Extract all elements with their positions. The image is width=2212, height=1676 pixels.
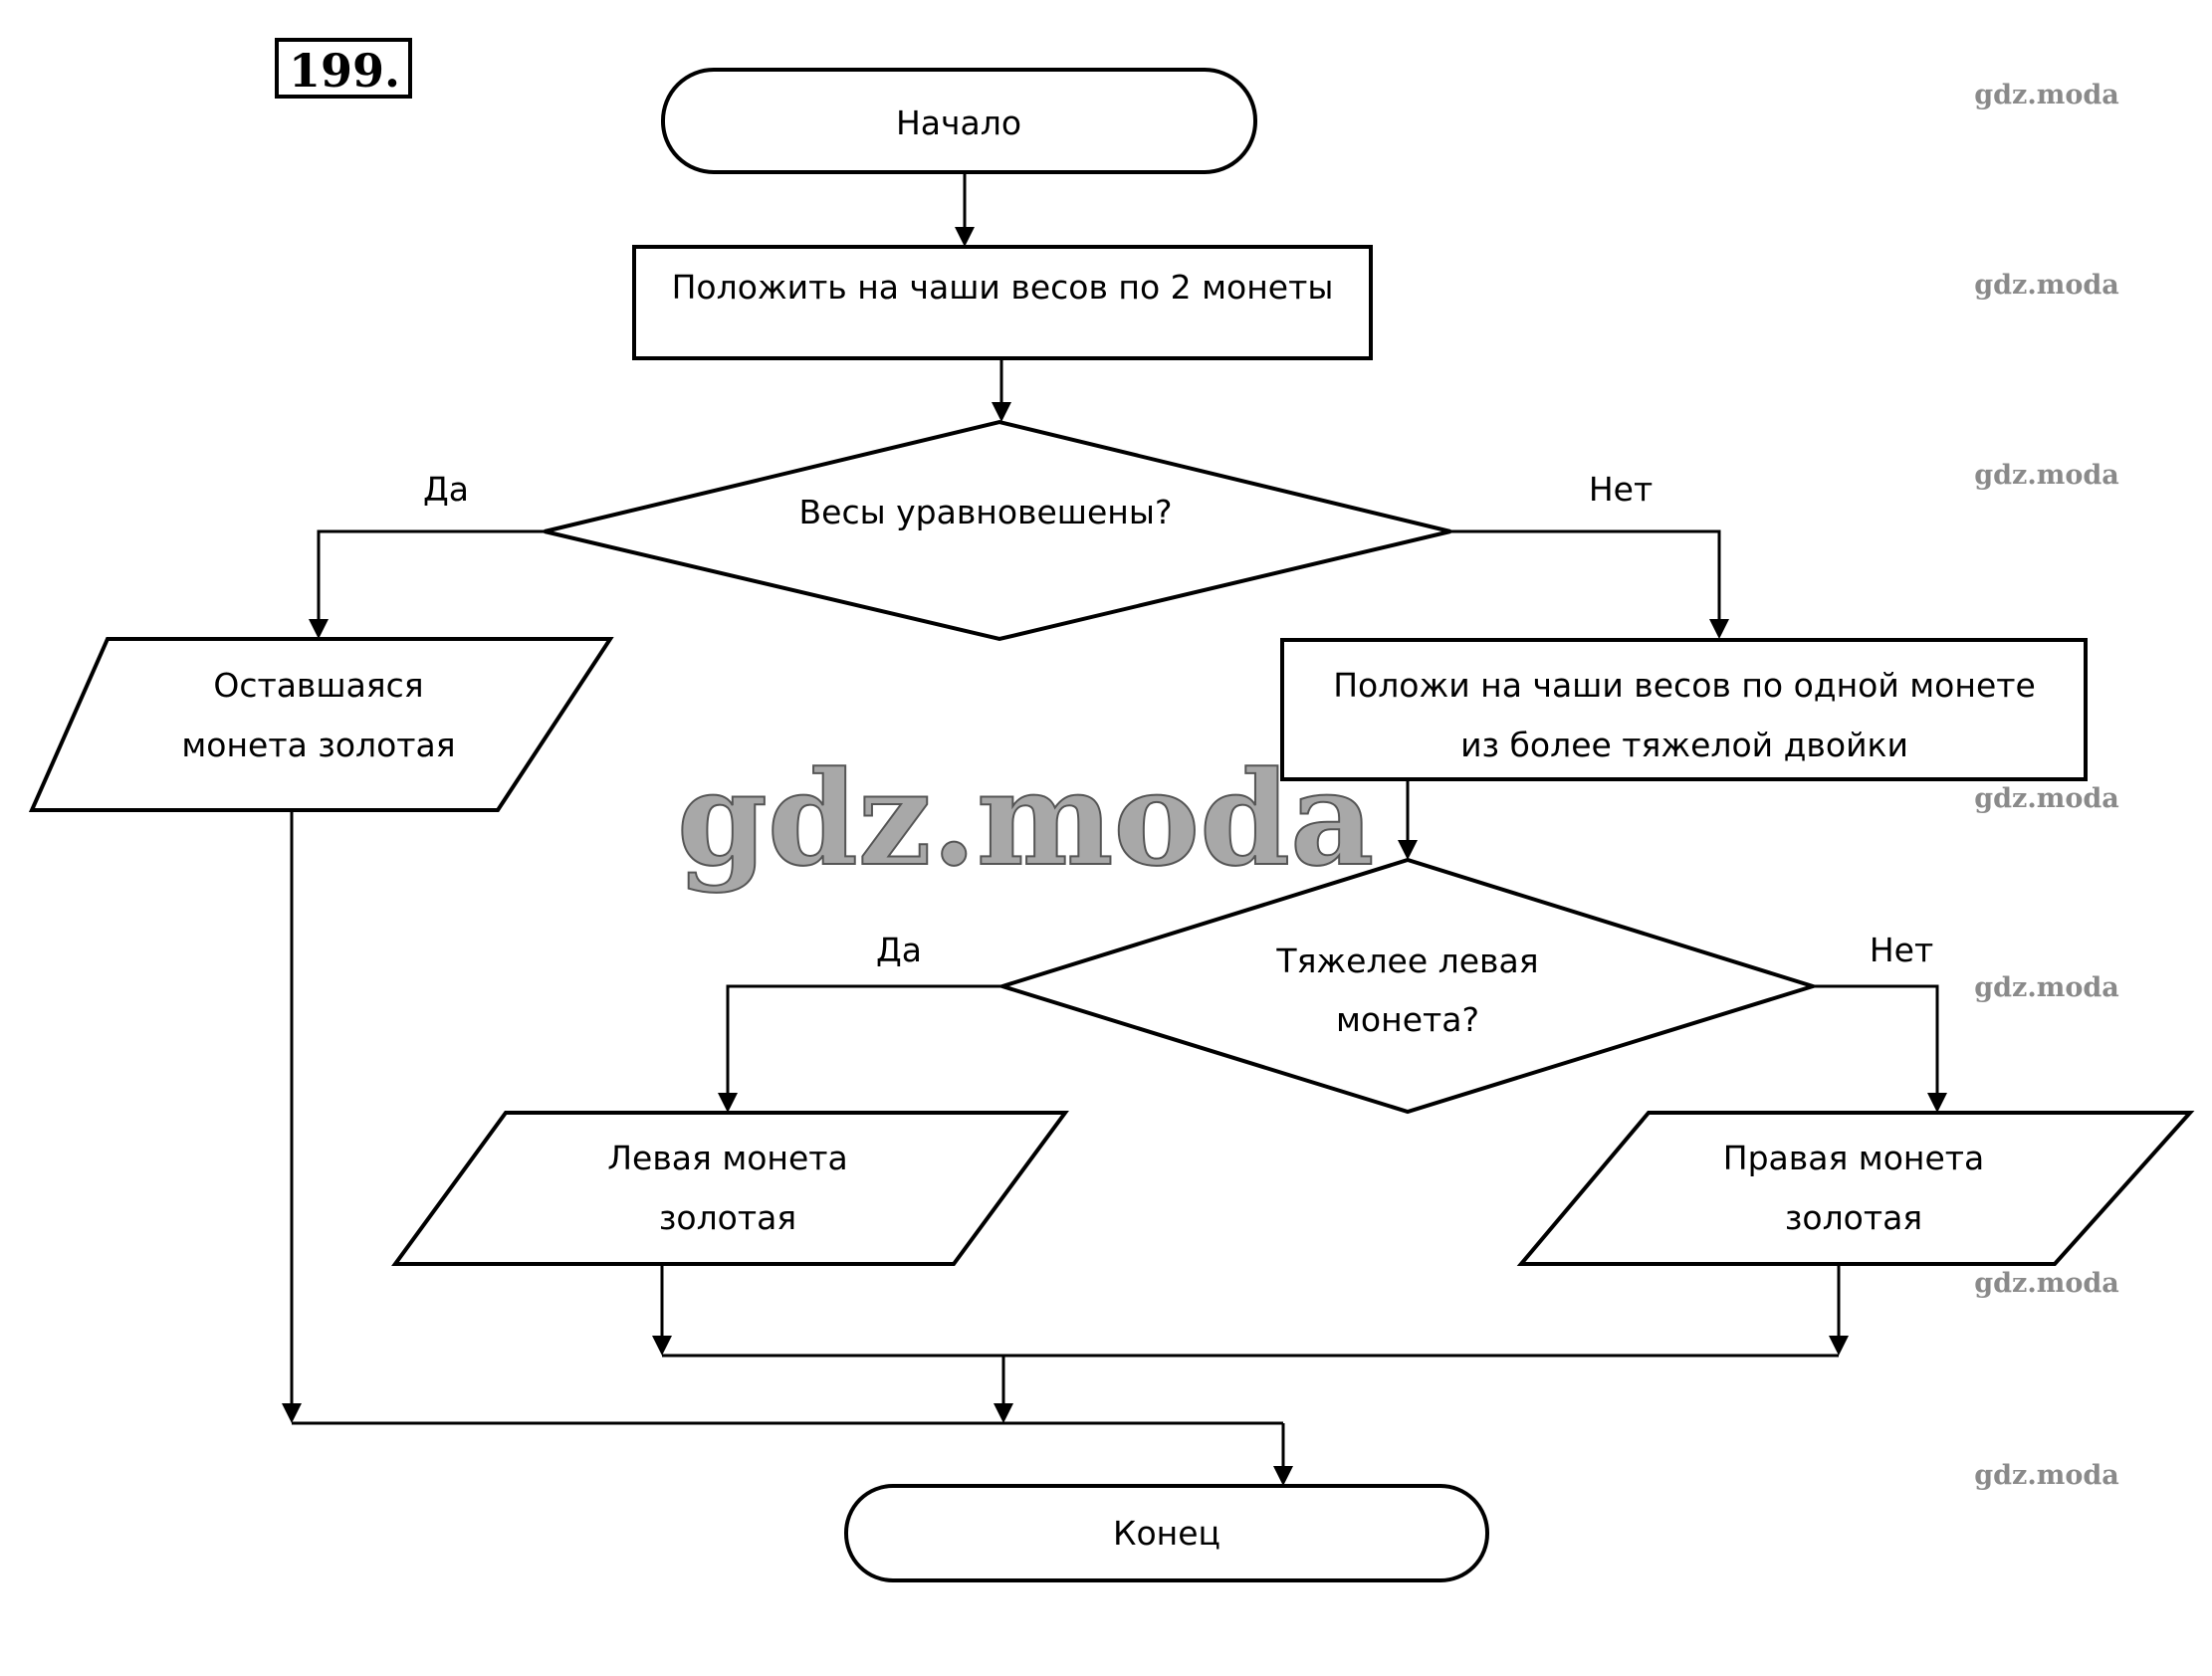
watermark: gdz.moda [1974, 270, 2118, 301]
connector-decision2-no [1813, 984, 1939, 1095]
end-terminal [844, 1484, 1489, 1582]
arrowhead-icon [1829, 1336, 1849, 1356]
arrowhead-icon [992, 402, 1011, 422]
decision2-yes-label: Да [876, 931, 922, 969]
start-label: Начало [896, 104, 1021, 142]
decision2-no-label: Нет [1870, 931, 1933, 969]
decision1-no-label: Нет [1589, 470, 1653, 509]
decision2-line2: монета? [1336, 1000, 1479, 1039]
right-coin-line2: золотая [1785, 1198, 1922, 1237]
decision1-yes-label: Да [423, 470, 469, 509]
decision1-label: Весы уравновешены? [799, 493, 1173, 531]
right-coin-line1: Правая монета [1723, 1139, 1984, 1177]
arrowhead-icon [994, 1403, 1013, 1423]
process-step2 [1280, 638, 2088, 781]
decision2-diamond [995, 857, 1820, 1115]
connector-decision1-yes [317, 529, 545, 621]
step2-line1: Положи на чаши весов по одной монете [1333, 666, 2036, 705]
step2-line2: из более тяжелой двойки [1460, 726, 1908, 764]
output-remaining-coin [28, 637, 614, 812]
arrowhead-icon [718, 1093, 738, 1113]
arrowhead-icon [309, 619, 329, 639]
watermark: gdz.moda [1974, 783, 2118, 814]
left-coin-line2: золотая [659, 1198, 796, 1237]
watermark: gdz.moda [1974, 80, 2118, 110]
watermark: gdz.moda [1974, 460, 2118, 491]
arrowhead-icon [1273, 1466, 1293, 1486]
remaining-coin-line2: монета золотая [181, 726, 455, 764]
exercise-number: 199. [289, 44, 400, 98]
step1-label: Положить на чаши весов по 2 монеты [672, 268, 1334, 307]
arrowhead-icon [1398, 840, 1418, 860]
watermark-large: gdz.moda [677, 742, 1374, 895]
watermark: gdz.moda [1974, 1460, 2118, 1491]
remaining-coin-line1: Оставшаяся [213, 666, 423, 705]
watermark: gdz.moda [1974, 972, 2118, 1003]
end-label: Конец [1113, 1514, 1220, 1553]
connector-decision2-yes [726, 984, 1002, 1095]
output-right-coin [1516, 1111, 2195, 1266]
exercise-number-box [275, 38, 412, 99]
arrowhead-icon [1927, 1093, 1947, 1113]
connector-decision1-no [1450, 529, 1721, 621]
output-left-coin [391, 1111, 1069, 1266]
arrowhead-icon [652, 1336, 672, 1356]
start-terminal [661, 68, 1257, 174]
arrowhead-icon [282, 1403, 302, 1423]
arrowhead-icon [955, 227, 975, 247]
decision2-line1: Тяжелее левая [1275, 942, 1538, 980]
watermark: gdz.moda [1974, 1268, 2118, 1299]
arrowhead-icon [1709, 619, 1729, 639]
left-coin-line1: Левая монета [607, 1139, 848, 1177]
